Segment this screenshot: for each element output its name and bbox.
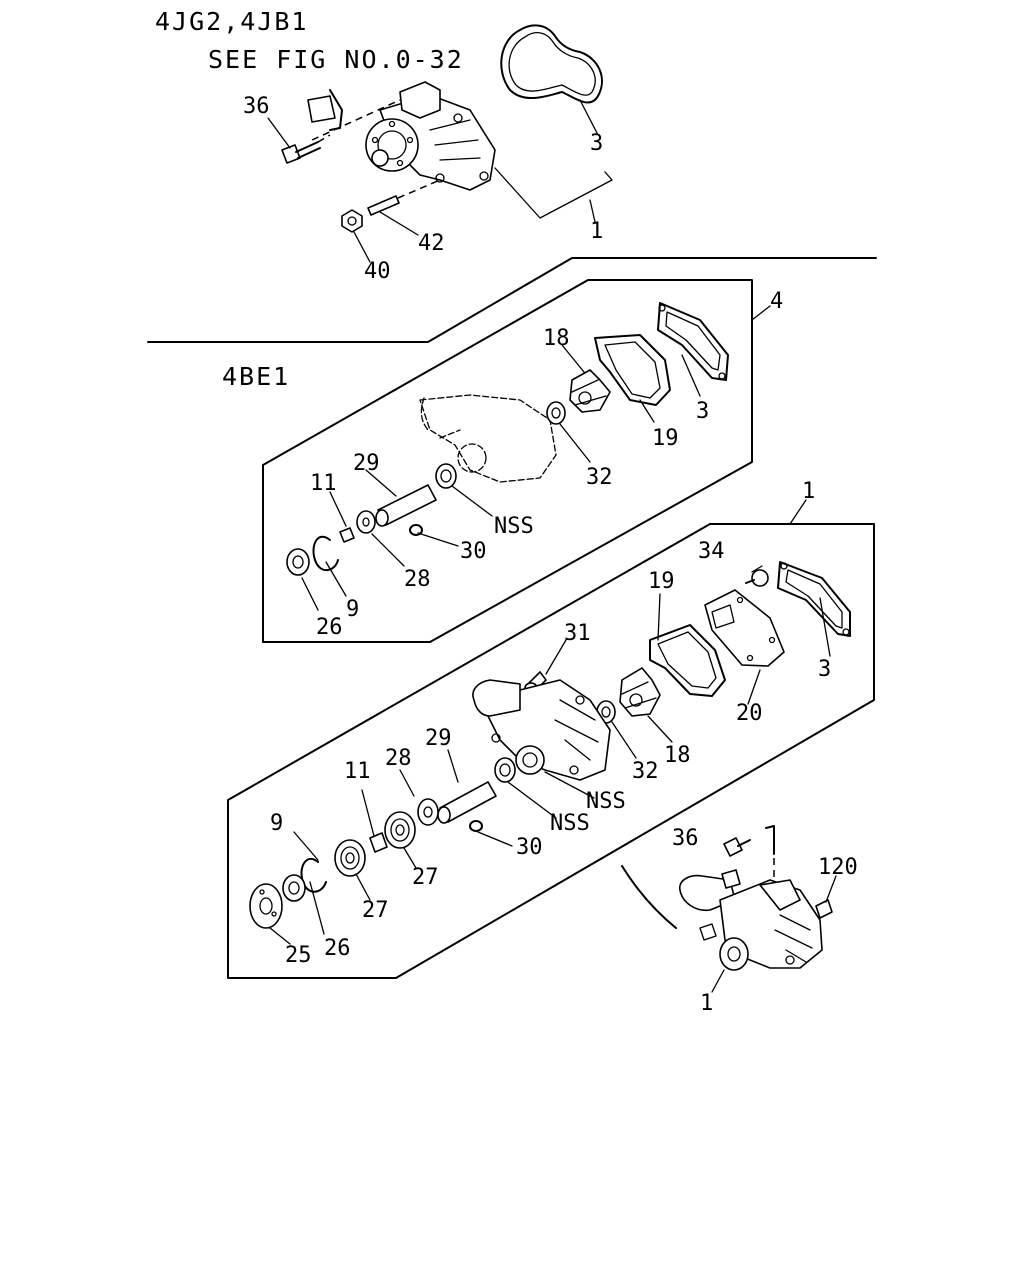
gasket-19-bottom xyxy=(649,624,726,697)
seal-32-mid xyxy=(546,401,566,425)
header-see-fig: SEE FIG NO.0-32 xyxy=(208,45,464,74)
leader-bracket xyxy=(765,825,775,855)
callout-29-mid: 29 xyxy=(353,451,380,476)
sensor-top xyxy=(307,89,343,131)
bolt-34 xyxy=(745,569,769,587)
callout-1-top: 1 xyxy=(590,219,603,244)
section-divider xyxy=(147,257,877,343)
callout-20: 20 xyxy=(736,701,763,726)
callout-3-bottom: 3 xyxy=(818,657,831,682)
callout-40: 40 xyxy=(364,259,391,284)
callout-27-left: 27 xyxy=(362,898,389,923)
shaft-29-mid xyxy=(375,484,437,527)
washer-28-mid xyxy=(356,510,376,534)
nut-40 xyxy=(341,209,363,233)
bearing-nss-mid xyxy=(435,463,457,489)
callout-3-mid: 3 xyxy=(696,399,709,424)
shaft-29-bottom xyxy=(437,781,497,824)
gasket-3-mid xyxy=(657,302,729,381)
callout-9-bottom: 9 xyxy=(270,811,283,836)
oring-30-bottom xyxy=(469,820,483,832)
callout-30-bottom: 30 xyxy=(516,835,543,860)
bolt-36-top xyxy=(281,141,321,164)
callout-nss-mid: NSS xyxy=(494,514,534,539)
bearing-27-left xyxy=(334,839,366,877)
callout-36-top: 36 xyxy=(243,94,270,119)
water-pump-top xyxy=(365,81,496,191)
kit-1-box xyxy=(227,523,875,979)
callout-4: 4 xyxy=(770,289,783,314)
callout-25: 25 xyxy=(285,943,312,968)
callout-42: 42 xyxy=(418,231,445,256)
pump-housing-bottom xyxy=(472,679,611,781)
hub-25 xyxy=(249,883,283,929)
callout-30-mid: 30 xyxy=(460,539,487,564)
callout-28-mid: 28 xyxy=(404,567,431,592)
callout-27-right: 27 xyxy=(412,865,439,890)
callout-18-bottom: 18 xyxy=(664,743,691,768)
seal-26-mid xyxy=(286,548,310,576)
callout-9-mid: 9 xyxy=(346,597,359,622)
callout-32-mid: 32 xyxy=(586,465,613,490)
spacer-11-bottom xyxy=(369,832,388,853)
callout-11-bottom: 11 xyxy=(344,759,371,784)
plate-20 xyxy=(704,589,785,667)
washer-28-bottom xyxy=(417,798,439,826)
kit-4-box xyxy=(262,279,753,643)
callout-36-bottom: 36 xyxy=(672,826,699,851)
callout-3-top: 3 xyxy=(590,131,603,156)
impeller-18-mid xyxy=(569,369,611,413)
pump-phantom-mid xyxy=(419,394,557,483)
bearing-27-right xyxy=(384,811,416,849)
callout-19-bottom: 19 xyxy=(648,569,675,594)
callout-31: 31 xyxy=(564,621,591,646)
gasket-3-bottom xyxy=(777,561,851,637)
bolt-36-bottom xyxy=(723,837,751,857)
impeller-18-bottom xyxy=(619,667,661,717)
header-engines-top: 4JG2,4JB1 xyxy=(155,7,308,36)
callout-28-bottom: 28 xyxy=(385,746,412,771)
callout-1-kit: 1 xyxy=(802,479,815,504)
header-engine-mid: 4BE1 xyxy=(222,362,290,391)
callout-29-bottom: 29 xyxy=(425,726,452,751)
callout-34: 34 xyxy=(698,539,725,564)
bearing-nss-bottom xyxy=(494,757,516,783)
callout-18-mid: 18 xyxy=(543,326,570,351)
callout-11-mid: 11 xyxy=(310,471,337,496)
seal-26-bottom xyxy=(282,874,306,902)
gasket-3-top xyxy=(500,24,603,104)
spacer-11-mid xyxy=(339,527,355,543)
circlip-9-mid xyxy=(312,535,339,572)
callout-1-assembled: 1 xyxy=(700,991,713,1016)
callout-nss-bottom-2: NSS xyxy=(550,811,590,836)
callout-32-bottom: 32 xyxy=(632,759,659,784)
bolt-120 xyxy=(815,899,833,919)
callout-19-mid: 19 xyxy=(652,426,679,451)
arc-indicator xyxy=(621,865,677,929)
callout-120: 120 xyxy=(818,855,858,880)
callout-26-mid: 26 xyxy=(316,615,343,640)
callout-26-bottom: 26 xyxy=(324,936,351,961)
assembled-pump xyxy=(679,869,823,971)
stud-42 xyxy=(367,195,400,216)
oring-30-mid xyxy=(409,524,423,536)
callout-nss-bottom-1: NSS xyxy=(586,789,626,814)
gasket-19-mid xyxy=(594,334,671,406)
